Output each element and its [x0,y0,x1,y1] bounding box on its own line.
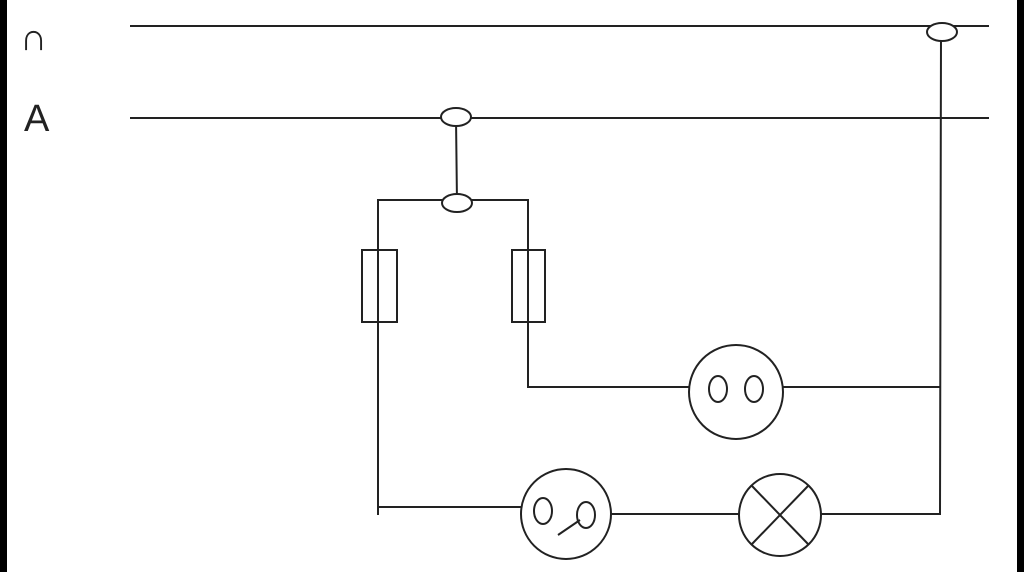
fuse-icon [361,249,398,323]
return-wire [938,30,943,516]
lamp-icon [738,473,822,557]
a-line-junction [440,107,472,127]
distribution-junction [441,193,473,213]
socket-outlet-icon [688,344,784,440]
socket-feed-wire [527,321,691,388]
switch-icon [520,468,612,560]
top-line-junction [926,22,958,42]
top-line-label: ∩ [20,17,47,59]
drop-wire [454,116,459,205]
bottom-line-label: A [24,98,50,140]
fuse-icon [511,249,546,323]
